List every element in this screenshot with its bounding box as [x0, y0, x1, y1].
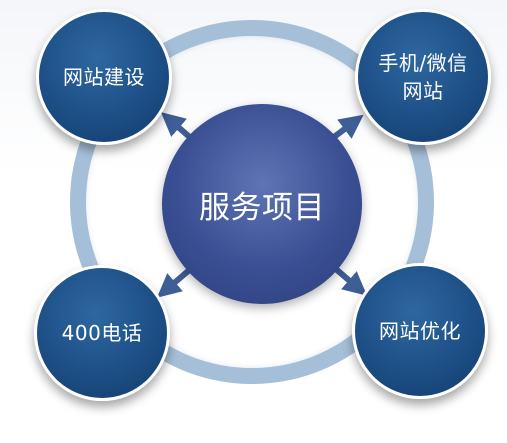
node-website-building[interactable]: 网站建设 [36, 9, 172, 145]
node-400-phone[interactable]: 400电话 [34, 265, 170, 401]
node-label: 手机/微信 网站 [378, 51, 468, 103]
center-node-label: 服务项目 [199, 189, 325, 226]
node-website-optimization[interactable]: 网站优化 [352, 263, 488, 399]
node-label: 网站优化 [379, 319, 461, 343]
node-label: 网站建设 [63, 65, 145, 89]
node-label: 400电话 [61, 321, 143, 345]
node-mobile-wechat-site[interactable]: 手机/微信 网站 [355, 9, 491, 145]
center-node-service-items: 服务项目 [162, 104, 362, 304]
